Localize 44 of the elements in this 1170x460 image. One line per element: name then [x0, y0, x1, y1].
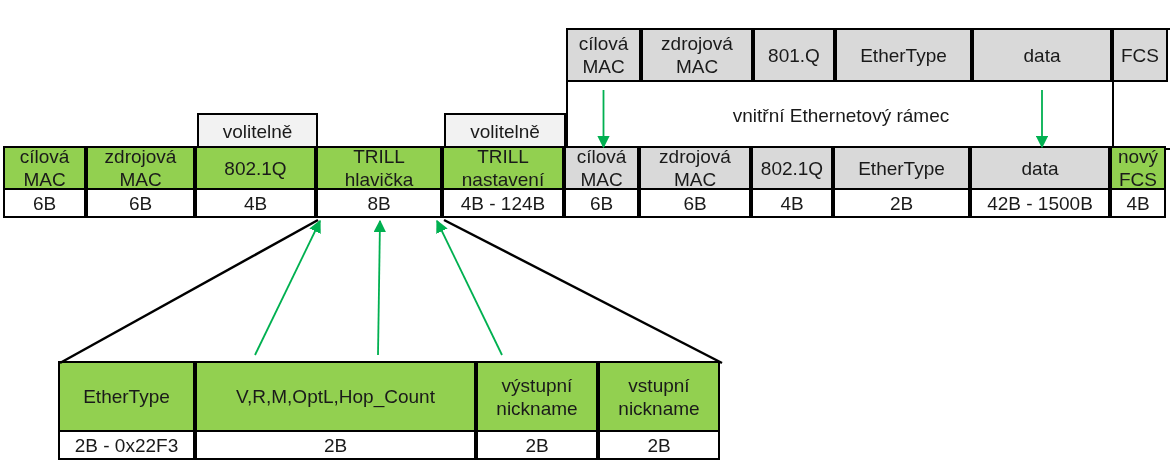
field-size: 4B	[1110, 188, 1166, 218]
field-name: zdrojová MAC	[639, 146, 751, 190]
field-name: nový FCS	[1110, 146, 1166, 190]
field-name: 802.1Q	[195, 146, 316, 190]
field-name: data	[972, 28, 1112, 82]
arrow	[436, 219, 503, 356]
field-name: 801.Q	[753, 28, 835, 82]
field-name: EtherType	[835, 28, 972, 82]
field-name: 802.1Q	[751, 146, 833, 190]
arrow	[597, 89, 610, 149]
field-size: 6B	[3, 188, 86, 218]
field-size: 2B - 0x22F3	[58, 430, 195, 460]
field-size: 6B	[564, 188, 639, 218]
field-size: 2B	[833, 188, 970, 218]
field-size: 42B - 1500B	[970, 188, 1110, 218]
field-size: 4B - 124B	[442, 188, 564, 218]
field-size: 2B	[195, 430, 476, 460]
field-name: výstupní nickname	[476, 361, 598, 432]
field-name: data	[970, 146, 1110, 190]
field-name: EtherType	[833, 146, 970, 190]
field-size: 2B	[476, 430, 598, 460]
field-name: V,R,M,OptL,Hop_Count	[195, 361, 476, 432]
field-size: 6B	[86, 188, 195, 218]
field-size: 4B	[195, 188, 316, 218]
arrow	[1035, 89, 1049, 149]
field-size: 8B	[316, 188, 442, 218]
field-name: vstupní nickname	[598, 361, 720, 432]
field-size: 2B	[598, 430, 720, 460]
connector-line	[443, 218, 723, 365]
frame-title: vnitřní Ethernetový rámec	[731, 103, 951, 128]
arrow	[373, 219, 387, 356]
field-name: zdrojová MAC	[86, 146, 195, 190]
arrow	[254, 219, 321, 356]
field-name: cílová MAC	[566, 28, 641, 82]
frame-band: FCS	[1112, 28, 1168, 82]
field-name: TRILL nastavení	[442, 146, 564, 190]
frame-band	[566, 28, 1170, 150]
field-name: EtherType	[58, 361, 195, 432]
field-size: 6B	[639, 188, 751, 218]
field-name: cílová MAC	[3, 146, 86, 190]
field-name: zdrojová MAC	[641, 28, 753, 82]
field-size: 4B	[751, 188, 833, 218]
field-name: cílová MAC	[564, 146, 639, 190]
field-name: TRILL hlavička	[316, 146, 442, 190]
